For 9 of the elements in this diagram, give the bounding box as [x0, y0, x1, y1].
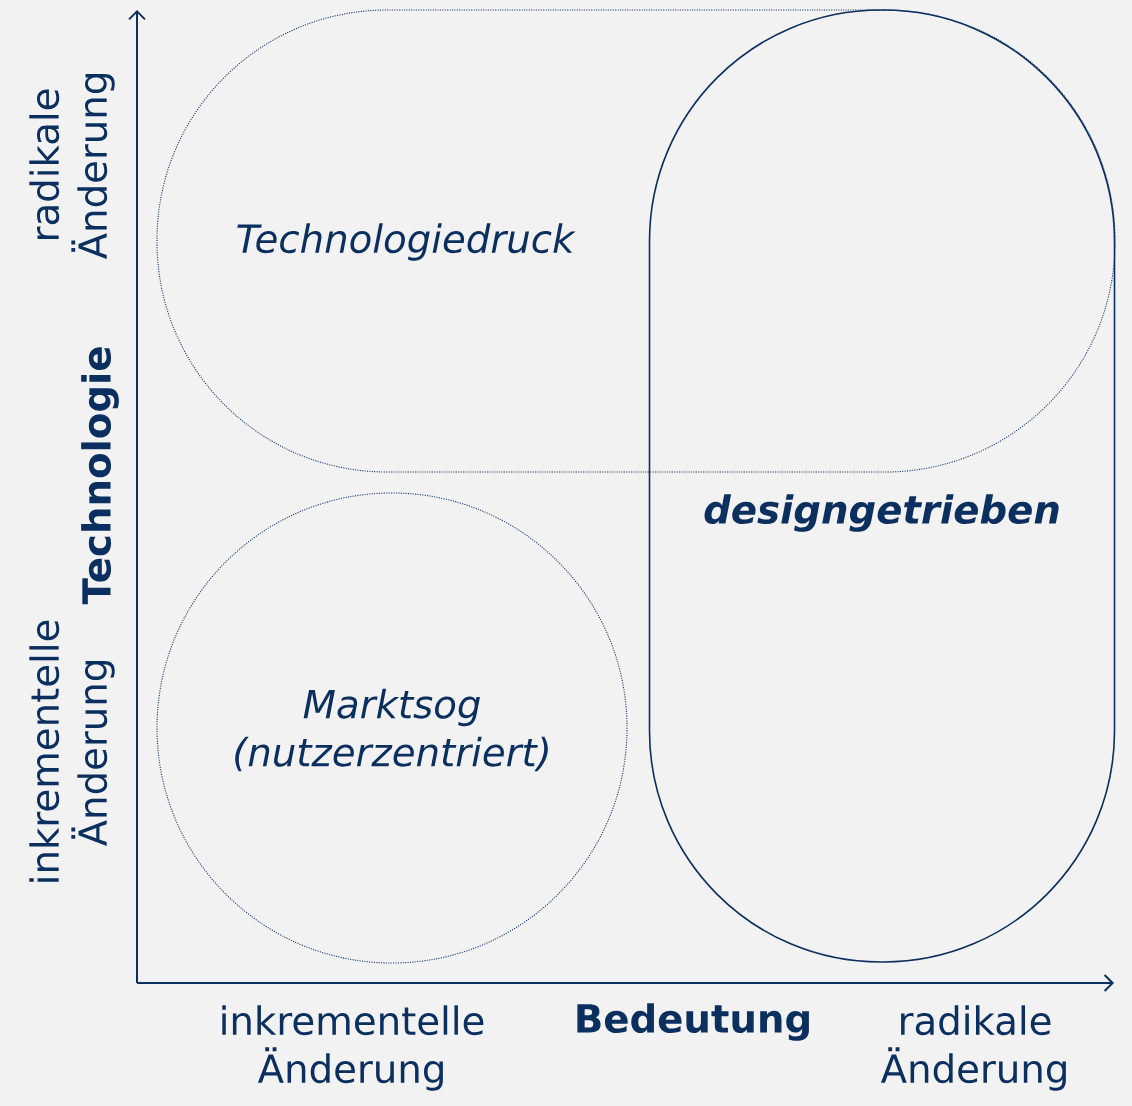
- axis-label: radikale Änderung: [29, 74, 115, 260]
- rounded-region: designgetrieben: [648, 9, 1116, 963]
- circle-region: Marktsog (nutzerzentriert): [156, 492, 628, 964]
- axis-title: Bedeutung: [577, 1003, 809, 1041]
- axis-label: inkrementelle Änderung: [29, 620, 115, 882]
- axis-title: Technologie: [81, 347, 119, 605]
- axis-label: inkrementelle Änderung: [222, 1005, 484, 1091]
- axis-label: radikale Änderung: [880, 1005, 1066, 1091]
- rounded-region: Technologiedruck: [156, 9, 1116, 473]
